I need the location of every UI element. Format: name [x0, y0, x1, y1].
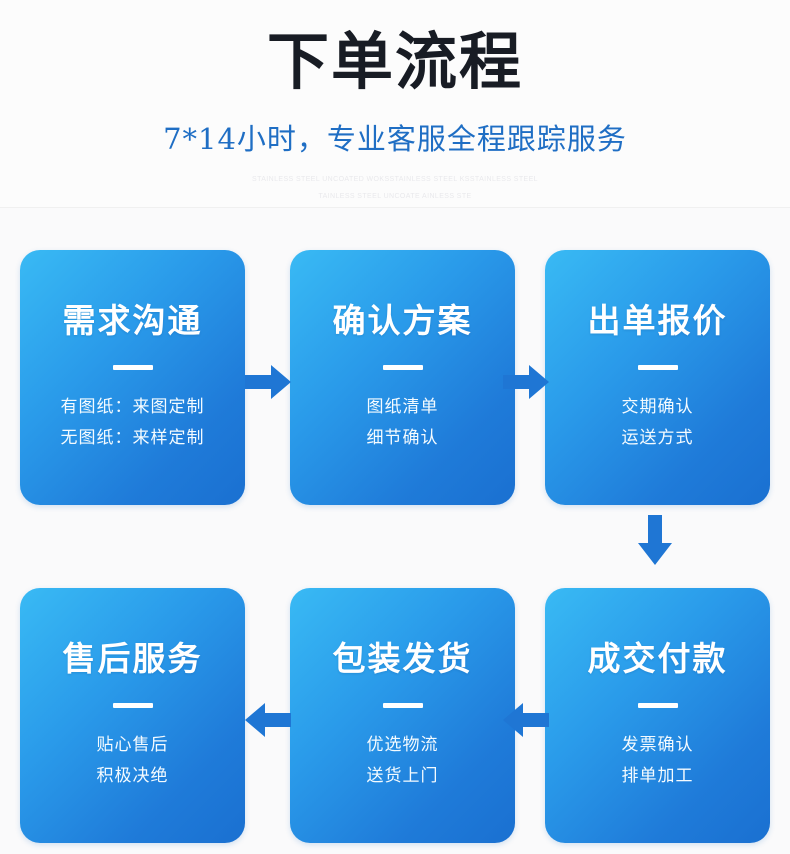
step-title: 售后服务 [62, 639, 203, 678]
process-step-card-2[interactable]: 确认方案 图纸清单 细节确认 [290, 250, 515, 505]
step-detail-line: 优选物流 [366, 735, 439, 755]
step-detail-line: 贴心售后 [96, 735, 169, 755]
step-detail-line: 发票确认 [621, 735, 694, 755]
arrow-right-icon [245, 365, 291, 399]
page-title: 下单流程 [266, 25, 523, 98]
header-banner: 下单流程 7*14小时，专业客服全程跟踪服务 STAINLESS STEEL U… [0, 0, 790, 208]
arrow-left-icon [245, 703, 291, 737]
step-detail-line: 有图纸：来图定制 [60, 397, 205, 417]
step-divider [382, 365, 423, 370]
step-title: 包装发货 [332, 639, 473, 678]
step-title: 出单报价 [587, 301, 728, 340]
arrow-right-icon [503, 365, 549, 399]
step-divider [637, 365, 678, 370]
step-detail-line: 图纸清单 [366, 397, 439, 417]
step-divider [637, 703, 678, 708]
step-title: 需求沟通 [62, 301, 203, 340]
step-detail-line: 排单加工 [621, 766, 694, 786]
watermark-text-line-1: STAINLESS STEEL UNCOATED WOKSSTAINLESS S… [252, 176, 538, 183]
step-detail-line: 交期确认 [621, 397, 694, 417]
step-detail-line: 送货上门 [366, 766, 439, 786]
step-divider [382, 703, 423, 708]
page-subtitle: 7*14小时，专业客服全程跟踪服务 [163, 122, 627, 156]
step-divider [112, 365, 153, 370]
arrow-left-icon [503, 703, 549, 737]
process-step-card-5[interactable]: 包装发货 优选物流 送货上门 [290, 588, 515, 843]
watermark-text-line-2: TAINLESS STEEL UNCOATE AINLESS STE [318, 193, 472, 200]
step-detail-line: 无图纸：来样定制 [60, 428, 205, 448]
process-step-card-4[interactable]: 成交付款 发票确认 排单加工 [545, 588, 770, 843]
process-step-card-3[interactable]: 出单报价 交期确认 运送方式 [545, 250, 770, 505]
step-detail-line: 积极决绝 [96, 766, 169, 786]
step-detail-line: 细节确认 [366, 428, 439, 448]
step-title: 确认方案 [332, 301, 473, 340]
process-step-card-6[interactable]: 售后服务 贴心售后 积极决绝 [20, 588, 245, 843]
process-step-card-1[interactable]: 需求沟通 有图纸：来图定制 无图纸：来样定制 [20, 250, 245, 505]
arrow-down-icon [638, 515, 672, 565]
step-detail-line: 运送方式 [621, 428, 694, 448]
step-title: 成交付款 [587, 639, 728, 678]
step-divider [112, 703, 153, 708]
